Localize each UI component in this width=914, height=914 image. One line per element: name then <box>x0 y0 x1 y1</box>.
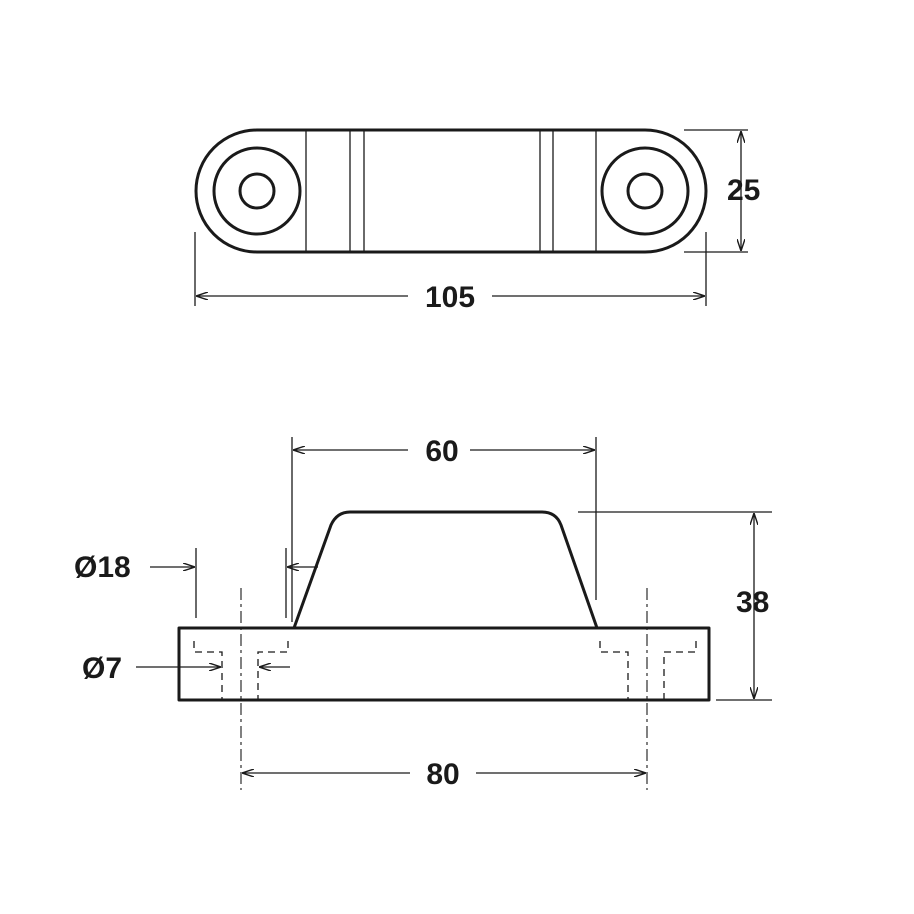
counterbore-right <box>600 146 690 236</box>
hole-left <box>238 172 276 210</box>
width-label: 25 <box>727 174 760 207</box>
counterbore-label: Ø18 <box>74 551 131 584</box>
hidden-counterbore-left <box>193 641 223 700</box>
front-view-body <box>292 510 599 630</box>
hidden-counterbore-right-inner <box>663 641 697 700</box>
spacing-label: 80 <box>426 758 459 791</box>
height-label: 38 <box>736 586 769 619</box>
length-label: 105 <box>425 281 475 314</box>
top-width-label: 60 <box>425 435 458 468</box>
top-view-outline <box>194 128 708 254</box>
front-view-base <box>177 626 711 702</box>
hidden-counterbore-left-inner <box>257 641 289 700</box>
front-view: 60 38 Ø18 Ø7 80 <box>74 435 772 791</box>
top-view: 25 105 <box>194 128 760 314</box>
hole-label: Ø7 <box>82 652 122 685</box>
counterbore-left <box>212 146 302 236</box>
hidden-counterbore-right <box>599 641 629 700</box>
hole-right <box>626 172 664 210</box>
